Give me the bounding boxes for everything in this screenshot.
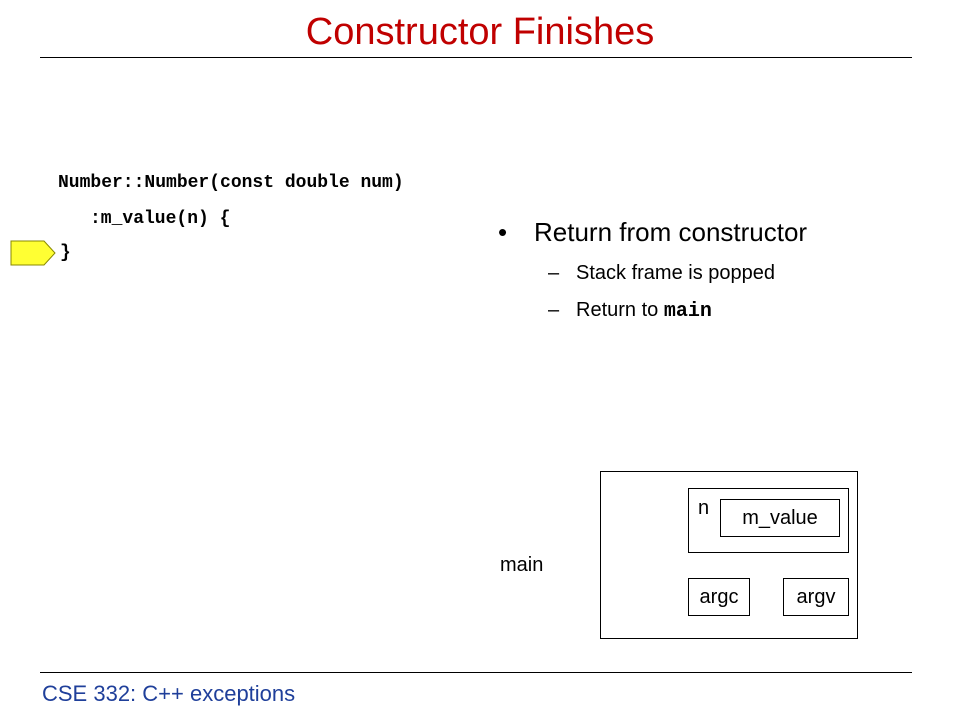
argc-box: argc xyxy=(688,578,750,616)
bullet-return-from-constructor: • Return from constructor xyxy=(498,215,807,249)
sub-bullet-stack-popped: –Stack frame is popped xyxy=(548,260,775,286)
current-line-arrow-icon xyxy=(10,240,56,266)
code-line-2: :m_value(n) { xyxy=(90,209,231,229)
sub-bullet-2-text: Return to xyxy=(576,299,664,321)
sub-bullet-return-to-main: –Return to main xyxy=(548,297,712,325)
slide-title: Constructor Finishes xyxy=(305,11,655,53)
stack-frame-label: main xyxy=(500,554,544,576)
footer-rule xyxy=(40,672,912,673)
argv-box: argv xyxy=(783,578,849,616)
object-n-label: n xyxy=(698,497,710,519)
sub-bullet-dash: – xyxy=(548,299,560,321)
sub-bullet-1-text: Stack frame is popped xyxy=(576,262,775,284)
code-line-1: Number::Number(const double num) xyxy=(58,173,404,193)
sub-bullet-dash: – xyxy=(548,262,560,284)
member-m-value-box: m_value xyxy=(720,499,840,537)
title-rule xyxy=(40,57,912,58)
sub-bullet-2-code: main xyxy=(663,300,712,323)
bullet-main-text: Return from constructor xyxy=(534,217,808,247)
bullet-dot: • xyxy=(498,217,508,247)
code-line-3: } xyxy=(60,243,71,263)
slide-footer: CSE 332: C++ exceptions xyxy=(42,681,296,706)
